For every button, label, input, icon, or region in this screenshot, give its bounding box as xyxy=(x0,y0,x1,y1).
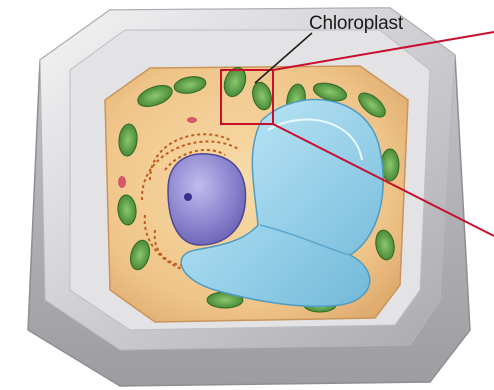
nucleus xyxy=(168,154,246,245)
chloroplast-label: Chloroplast xyxy=(309,13,403,35)
